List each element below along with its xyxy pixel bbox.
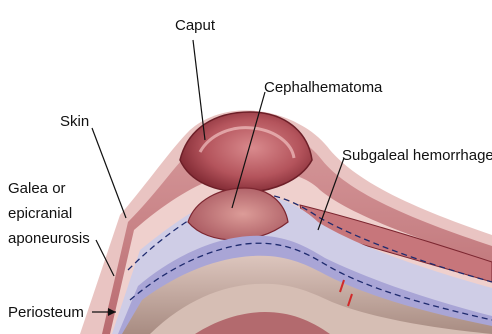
label-galea-line2: epicranial [8, 205, 72, 222]
label-caput: Caput [175, 17, 216, 34]
label-galea-line1: Galea or [8, 180, 66, 197]
skin-leader [92, 128, 126, 218]
label-cephalhematoma: Cephalhematoma [264, 79, 383, 96]
label-galea-line3: aponeurosis [8, 230, 90, 247]
label-periosteum: Periosteum [8, 304, 84, 321]
label-skin: Skin [60, 113, 89, 130]
label-subgaleal-hemorrhage: Subgaleal hemorrhage [342, 147, 492, 164]
